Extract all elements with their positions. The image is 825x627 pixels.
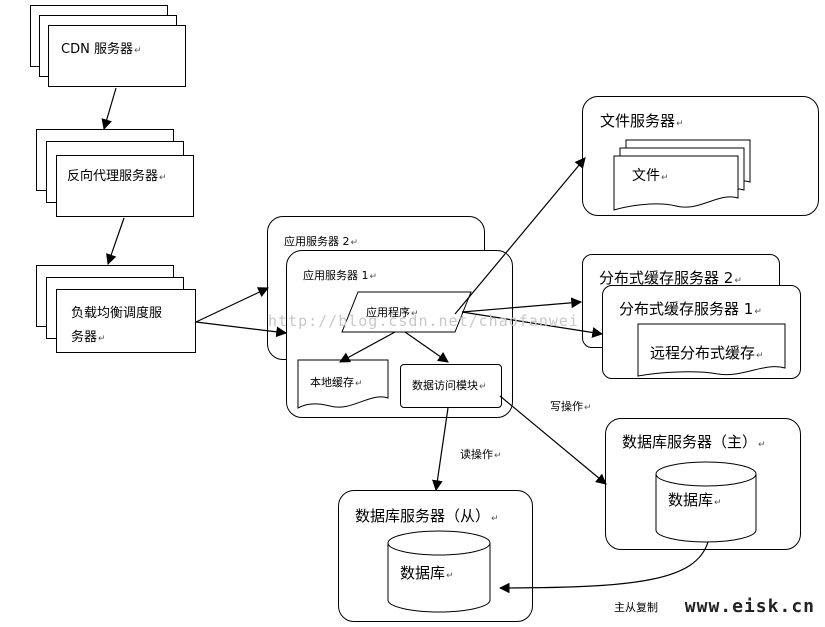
blog-watermark: http://blog.csdn.net/chaofanwei xyxy=(268,312,579,330)
db-master-cylinder xyxy=(655,461,757,543)
db-master-db-label: 数据库↵ xyxy=(668,491,722,509)
app-program-shape xyxy=(341,291,472,333)
arrow-replication xyxy=(498,541,709,594)
reverse-proxy-label: 反向代理服务器↵ xyxy=(67,169,167,184)
write-op-label: 写操作↵ xyxy=(550,400,592,413)
file-shape xyxy=(613,155,739,211)
remote-cache-shape xyxy=(637,323,786,377)
db-master-label: 数据库服务器（主）↵ xyxy=(622,433,766,451)
cdn-server-label: CDN 服务器↵ xyxy=(61,42,142,57)
data-access-module-label: 数据访问模块↵ xyxy=(412,379,487,392)
dist-cache-server-2-label: 分布式缓存服务器 2↵ xyxy=(599,269,742,287)
dist-cache-server-1-label: 分布式缓存服务器 1↵ xyxy=(619,300,762,318)
remote-cache-label: 远程分布式缓存↵ xyxy=(650,344,764,362)
app-program-label: 应用程序↵ xyxy=(366,306,419,319)
file-label: 文件↵ xyxy=(632,168,669,184)
app-server-1-label: 应用服务器 1↵ xyxy=(303,269,378,282)
arrow-cdn-to-proxy xyxy=(101,87,117,131)
file-server-label: 文件服务器↵ xyxy=(600,112,684,130)
load-balancer-label-line1: 负载均衡调度服 xyxy=(71,306,163,321)
local-cache-label: 本地缓存↵ xyxy=(310,376,363,389)
db-slave-db-label: 数据库↵ xyxy=(400,564,454,582)
arrow-write-to-db-master xyxy=(499,395,607,485)
reverse-proxy-server: 反向代理服务器↵ xyxy=(56,155,194,217)
arrow-proxy-to-lb xyxy=(106,217,125,266)
arrow-app-to-dist-cache-2 xyxy=(461,297,583,313)
db-slave-label: 数据库服务器（从）↵ xyxy=(355,507,499,525)
local-cache-shape xyxy=(297,359,389,409)
load-balancer-label-line2: 务器↵ xyxy=(71,330,106,345)
replication-label: 主从复制 xyxy=(614,601,658,614)
db-slave-cylinder xyxy=(387,530,491,613)
arrow-app-to-file-server xyxy=(454,157,586,315)
arrow-app-to-data-access xyxy=(404,331,449,363)
load-balancer-server: 负载均衡调度服 务器↵ xyxy=(56,289,196,353)
data-access-module: 数据访问模块↵ xyxy=(400,364,502,408)
arrow-lb-to-app2 xyxy=(195,287,269,323)
arrow-read-to-db-slave xyxy=(432,407,449,492)
arrow-app-to-local-cache xyxy=(339,331,396,363)
arrow-app-to-dist-cache-1 xyxy=(461,311,604,338)
read-op-label: 读操作↵ xyxy=(460,448,502,461)
app-server-2-label: 应用服务器 2↵ xyxy=(284,235,359,248)
arrow-lb-to-app1 xyxy=(195,321,288,338)
cdn-server: CDN 服务器↵ xyxy=(48,25,186,87)
site-watermark: www.eisk.cn xyxy=(684,596,815,617)
